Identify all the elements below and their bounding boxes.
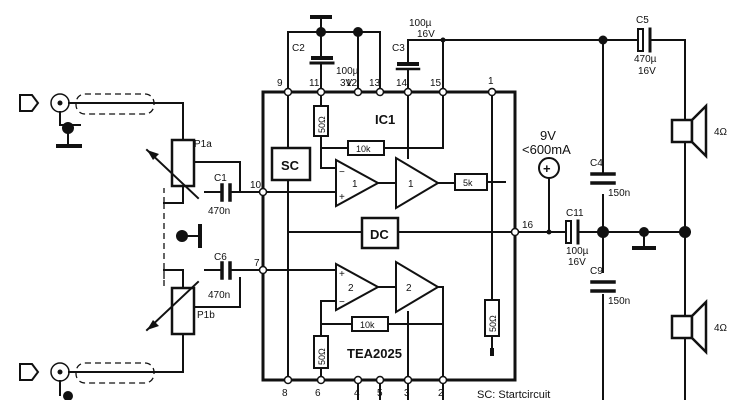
pin-14-label: 14: [396, 78, 408, 89]
pin-9-label: 9: [277, 78, 283, 89]
r-50-top-label: 50Ω: [317, 116, 327, 133]
resistor-5k: 5k: [454, 173, 506, 191]
amp2b-label: 2: [406, 283, 412, 294]
resistor-10k-bottom: 10k: [320, 316, 444, 332]
capacitor-c5: C5 470µ 16V: [602, 15, 686, 111]
c11-voltage: 16V: [568, 257, 586, 268]
p1a-label: P1a: [194, 139, 212, 150]
c6-name: C6: [214, 252, 227, 263]
c4-value: 150n: [608, 188, 630, 199]
c11-name: C11: [566, 208, 584, 219]
r-50-bottom-label: 50Ω: [317, 348, 327, 365]
resistor-50-bottom: 50Ω: [313, 300, 329, 377]
capacitor-c4: C4 150n: [590, 158, 630, 199]
capacitor-c1: C1 470n: [204, 173, 261, 217]
capacitor-c6: C6 470n: [204, 252, 264, 301]
capacitor-c11: C11 100µ 16V: [565, 208, 691, 268]
amp1b-label: 1: [408, 179, 414, 190]
capacitor-c2: C2 100µ 3V: [287, 15, 381, 89]
speaker-top: 4Ω: [670, 102, 728, 233]
svg-text:−: −: [339, 167, 345, 178]
c1-name: C1: [214, 173, 227, 184]
c9-value: 150n: [608, 296, 630, 307]
pin-1-label: 1: [488, 76, 494, 87]
pin-6-label: 6: [315, 388, 321, 399]
supply-plus: +: [543, 161, 551, 176]
potentiometer-p1a: P1a: [145, 102, 241, 204]
output-rail: [597, 35, 691, 400]
potentiometer-p1b: P1b: [145, 269, 241, 373]
resistor-10k-top: 10k: [320, 140, 444, 156]
r-10k-bottom-label: 10k: [360, 320, 375, 330]
startcircuit-block: SC: [270, 95, 312, 377]
legend-text: SC: Startcircuit: [477, 389, 550, 400]
c11-value: 100µ: [566, 246, 589, 257]
r-50-right-label: 50Ω: [488, 315, 498, 332]
pin-2-label: 2: [438, 388, 444, 399]
dc-block-label: DC: [370, 227, 389, 242]
pin-11-label: 11: [309, 78, 320, 89]
input-connector-top: [19, 93, 184, 148]
supply-current: <600mA: [522, 142, 571, 157]
svg-text:−: −: [339, 297, 345, 308]
pin-10-label: 10: [250, 180, 262, 191]
supply-source: + 9V <600mA: [522, 128, 571, 233]
c4-name: C4: [590, 158, 603, 169]
pin-8-label: 8: [282, 388, 288, 399]
c5-voltage: 16V: [638, 66, 656, 77]
decoupling-block: DC: [287, 216, 512, 250]
pin-13-label: 13: [369, 78, 381, 89]
svg-text:+: +: [339, 269, 345, 280]
ic1-part: TEA2025: [347, 346, 402, 361]
speaker-top-impedance: 4Ω: [714, 127, 728, 138]
capacitor-c9: C9 150n: [590, 266, 630, 307]
amp-stage-1a: 1 − +: [266, 158, 397, 208]
c5-name: C5: [636, 15, 649, 26]
c2-value: 100µ: [336, 66, 359, 77]
capacitor-c3: 100µ 16V C3: [392, 18, 613, 89]
speaker-bottom: 4Ω: [670, 231, 728, 400]
potentiometer-gang-link: [163, 188, 202, 288]
c6-value: 470n: [208, 290, 230, 301]
amp-stage-2a: 2 + −: [266, 262, 397, 312]
p1b-label: P1b: [197, 310, 215, 321]
bottom-pin-leads: [357, 383, 444, 400]
c2-voltage: 3V: [340, 78, 353, 89]
pin-15-label: 15: [430, 78, 442, 89]
pin-numbers: 9 11 12 13 14 15 1 10 7 16 8 6 4 5 3 2: [250, 76, 534, 399]
supply-voltage: 9V: [540, 128, 556, 143]
r-10k-top-label: 10k: [356, 144, 371, 154]
c9-name: C9: [590, 266, 603, 277]
c3-name: C3: [392, 43, 405, 54]
pin-12-label: 12: [346, 78, 358, 89]
speaker-bottom-impedance: 4Ω: [714, 323, 728, 334]
pin-7-label: 7: [254, 258, 260, 269]
ic1-name: IC1: [375, 112, 395, 127]
amp2a-label: 2: [348, 283, 354, 294]
r-5k-label: 5k: [463, 178, 473, 188]
c2-name: C2: [292, 43, 305, 54]
c1-value: 470n: [208, 206, 230, 217]
input-connector-bottom: [19, 362, 184, 400]
sc-block-label: SC: [281, 158, 300, 173]
c5-value: 470µ: [634, 54, 657, 65]
c3-voltage: 16V: [417, 29, 435, 40]
amp-stage-1b: 1: [395, 95, 456, 210]
resistor-50-top: 50Ω: [313, 95, 329, 169]
resistor-50-right: 50Ω: [484, 95, 500, 356]
pin-16-label: 16: [522, 220, 534, 231]
amp1a-label: 1: [352, 179, 358, 190]
c3-value: 100µ: [409, 18, 432, 29]
svg-text:+: +: [339, 192, 345, 203]
amp-stage-2b: 2: [395, 260, 444, 377]
